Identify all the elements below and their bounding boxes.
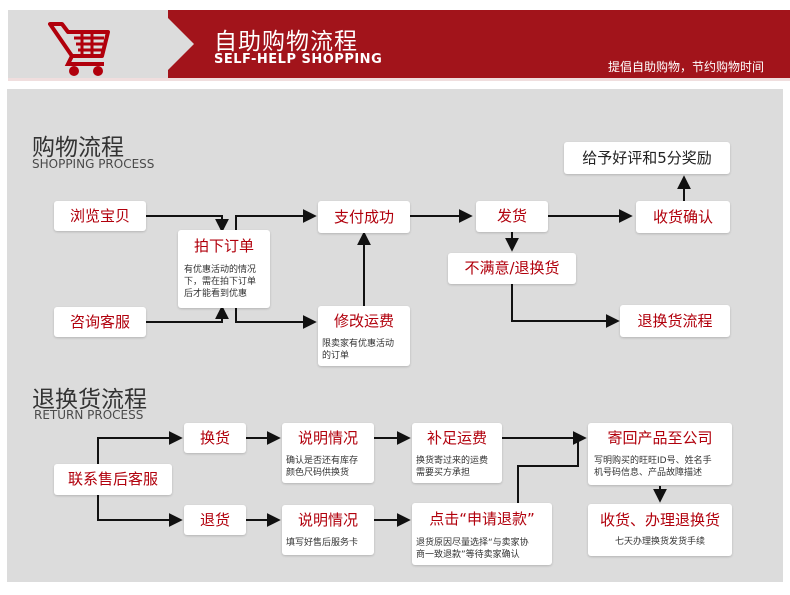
step-consult: 咨询客服 [54, 307, 146, 337]
step-apply-refund-note: 退货原因尽量选择“与卖家协 商一致退款”等待卖家确认 [412, 535, 552, 563]
note-line: 颜色尺码供换货 [286, 468, 350, 478]
step-send-back-label: 寄回产品至公司 [607, 429, 713, 447]
step-process-return-label: 收货、办理退换货 [599, 511, 720, 529]
shopping-cart-icon [48, 22, 110, 76]
chevron-right-icon [160, 10, 194, 78]
step-pay: 支付成功 [318, 201, 410, 233]
note-line: 写明购买的旺旺ID号、姓名手 [594, 456, 712, 466]
step-process-return: 收货、办理退换货 七天办理换货发货手续 [588, 504, 732, 556]
arrow-unsatisfied-to-return [511, 284, 620, 328]
note-line: 填写好售后服务卡 [286, 538, 359, 548]
header-icon-area [8, 10, 178, 78]
arrow-consult-to-order [146, 305, 229, 323]
step-process-return-note: 七天办理换货发货手续 [588, 536, 732, 548]
header-title-band [168, 10, 790, 78]
step-explain-exchange-label: 说明情况 [297, 429, 358, 447]
step-send-back: 寄回产品至公司 写明购买的旺旺ID号、姓名手 机号码信息、产品故障描述 [588, 423, 732, 485]
step-apply-refund: 点击“申请退款” 退货原因尽量选择“与卖家协 商一致退款”等待卖家确认 [412, 503, 552, 565]
step-explain-exchange: 说明情况 确认是否还有库存 颜色尺码供换货 [282, 423, 374, 483]
step-contact-service: 联系售后客服 [54, 464, 172, 495]
shopping-section-title: 购物流程 [32, 135, 124, 161]
note-line: 需要买方承担 [416, 468, 471, 478]
header-subtitle: SELF-HELP SHOPPING [214, 52, 383, 67]
note-line: 商一致退款”等待卖家确认 [416, 550, 520, 560]
note-line: 有优惠活动的情况 [184, 265, 257, 275]
arrow-browse-to-order [146, 215, 229, 233]
step-send-back-note: 写明购买的旺旺ID号、姓名手 机号码信息、产品故障描述 [588, 453, 732, 481]
note-line: 七天办理换货发货手续 [614, 537, 705, 547]
note-line: 机号码信息、产品故障描述 [594, 468, 703, 478]
step-apply-refund-label: 点击“申请退款” [429, 510, 535, 528]
return-section-title: 退换货流程 [32, 387, 147, 413]
arrow-contact-to-exchange [97, 431, 183, 466]
step-modify-note: 限卖家有优惠活动 的订单 [318, 336, 410, 364]
header-divider [8, 78, 790, 81]
note-line: 换货寄过来的运费 [416, 456, 489, 466]
note-line: 下，需在拍下订单 [184, 277, 257, 287]
shopping-section-subtitle: SHOPPING PROCESS [32, 157, 155, 171]
step-ship: 发货 [476, 201, 548, 232]
step-modify: 修改运费 限卖家有优惠活动 的订单 [318, 306, 410, 366]
step-modify-label: 修改运费 [333, 312, 394, 330]
step-explain-refund: 说明情况 填写好售后服务卡 [282, 505, 374, 555]
note-line: 退货原因尽量选择“与卖家协 [416, 538, 529, 548]
step-order-label: 拍下订单 [193, 237, 254, 255]
note-line: 的订单 [322, 351, 350, 361]
step-refund: 退货 [184, 505, 246, 535]
step-shipping-fee-label: 补足运费 [426, 429, 487, 447]
arrow-order-to-modify [235, 308, 317, 329]
note-line: 限卖家有优惠活动 [322, 339, 395, 349]
step-order: 拍下订单 有优惠活动的情况 下，需在拍下订单 后才能看到优惠 [178, 230, 270, 308]
return-section-subtitle: RETURN PROCESS [34, 408, 144, 422]
note-line: 后才能看到优惠 [184, 289, 248, 299]
step-explain-refund-note: 填写好售后服务卡 [282, 535, 374, 551]
arrow-apply-to-sendback [517, 437, 584, 503]
step-shipping-fee: 补足运费 换货寄过来的运费 需要买方承担 [412, 423, 502, 483]
step-exchange: 换货 [184, 423, 246, 453]
header-slogan: 提倡自助购物，节约购物时间 [608, 60, 765, 74]
step-return-flow: 退换货流程 [620, 305, 730, 337]
step-receive: 收货确认 [636, 201, 730, 233]
step-unsatisfied: 不满意/退换货 [448, 253, 576, 284]
step-browse: 浏览宝贝 [54, 201, 146, 231]
header-title: 自助购物流程 [214, 29, 358, 55]
arrow-contact-to-refund [97, 492, 183, 527]
step-explain-refund-label: 说明情况 [297, 511, 358, 529]
step-explain-exchange-note: 确认是否还有库存 颜色尺码供换货 [282, 453, 374, 481]
note-line: 确认是否还有库存 [286, 456, 359, 466]
step-order-note: 有优惠活动的情况 下，需在拍下订单 后才能看到优惠 [178, 262, 270, 302]
step-shipping-fee-note: 换货寄过来的运费 需要买方承担 [412, 453, 502, 481]
step-review: 给予好评和5分奖励 [564, 142, 730, 174]
arrow-order-to-pay [235, 209, 317, 230]
